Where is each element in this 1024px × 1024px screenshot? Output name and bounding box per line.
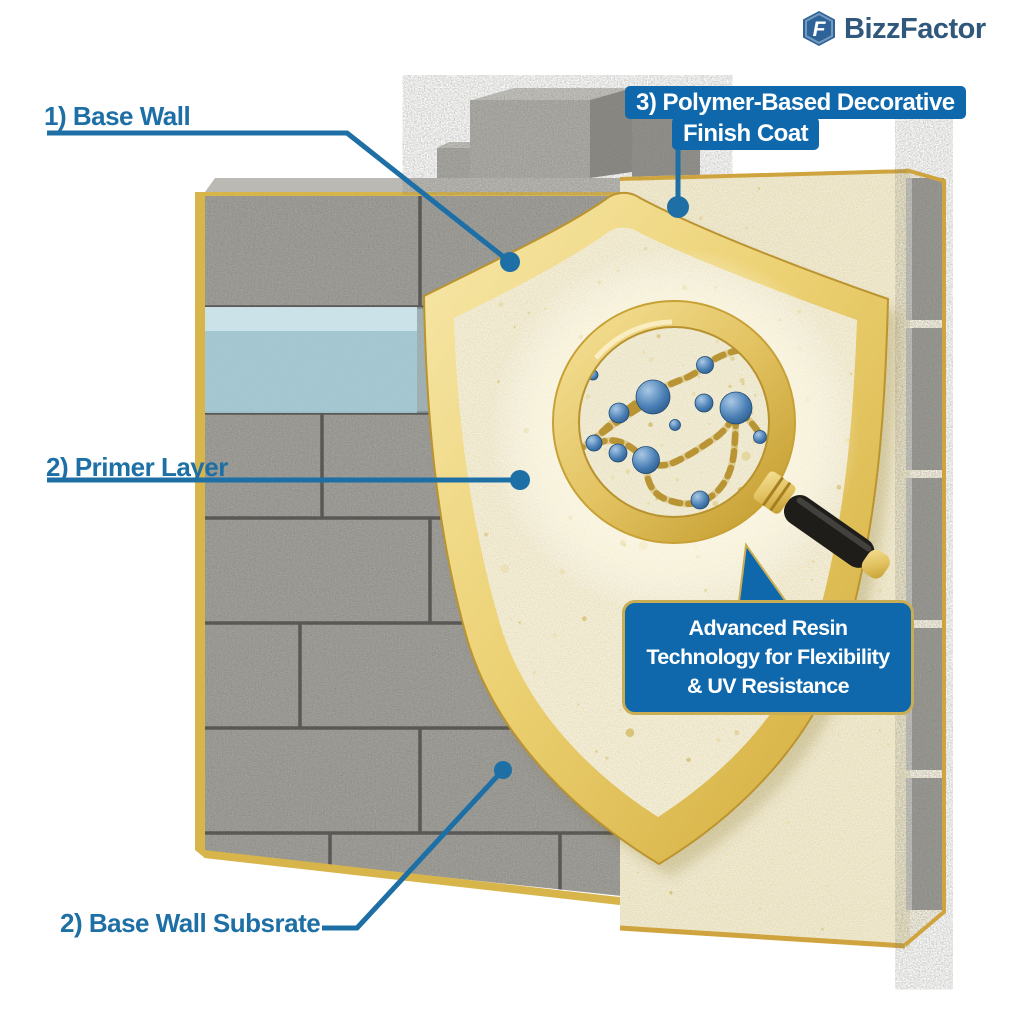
magnifier-handle	[753, 471, 890, 579]
callout-lines	[47, 130, 681, 931]
label-primer-layer: 2) Primer Layer	[46, 452, 228, 482]
callout-dots	[494, 196, 689, 779]
label-substrate: 2) Base Wall Subsrate	[60, 908, 321, 938]
polymer-molecules	[579, 327, 769, 517]
resin-badge-line2: Technology for Flexibility	[646, 645, 890, 669]
resin-badge-line3: & UV Resistance	[687, 674, 849, 698]
brand-wordmark: BizzFactor	[844, 12, 986, 45]
resin-spheres	[585, 356, 767, 510]
label-finish-coat-line1: 3) Polymer-Based Decorative	[625, 86, 966, 119]
resin-badge-line1: Advanced Resin	[688, 616, 848, 640]
wall-left-gold-trim	[195, 192, 205, 858]
substrate-cross-section	[900, 168, 948, 947]
resin-technology-badge: Advanced Resin Technology for Flexibilit…	[622, 600, 914, 715]
svg-text:F: F	[813, 18, 827, 41]
label-finish-coat-line2: Finish Coat	[672, 117, 820, 150]
hexagon-f-icon: F	[803, 11, 835, 46]
brand-logo: F BizzFactor	[801, 10, 986, 48]
back-gold-frame	[903, 168, 946, 947]
label-base-wall: 1) Base Wall	[44, 101, 191, 131]
magnifier	[489, 247, 890, 617]
base-wall-callout-line	[47, 130, 512, 264]
substrate-callout-line	[322, 768, 505, 931]
wall-top-gold-trim	[195, 192, 635, 197]
lens-gold-ring	[552, 300, 796, 544]
